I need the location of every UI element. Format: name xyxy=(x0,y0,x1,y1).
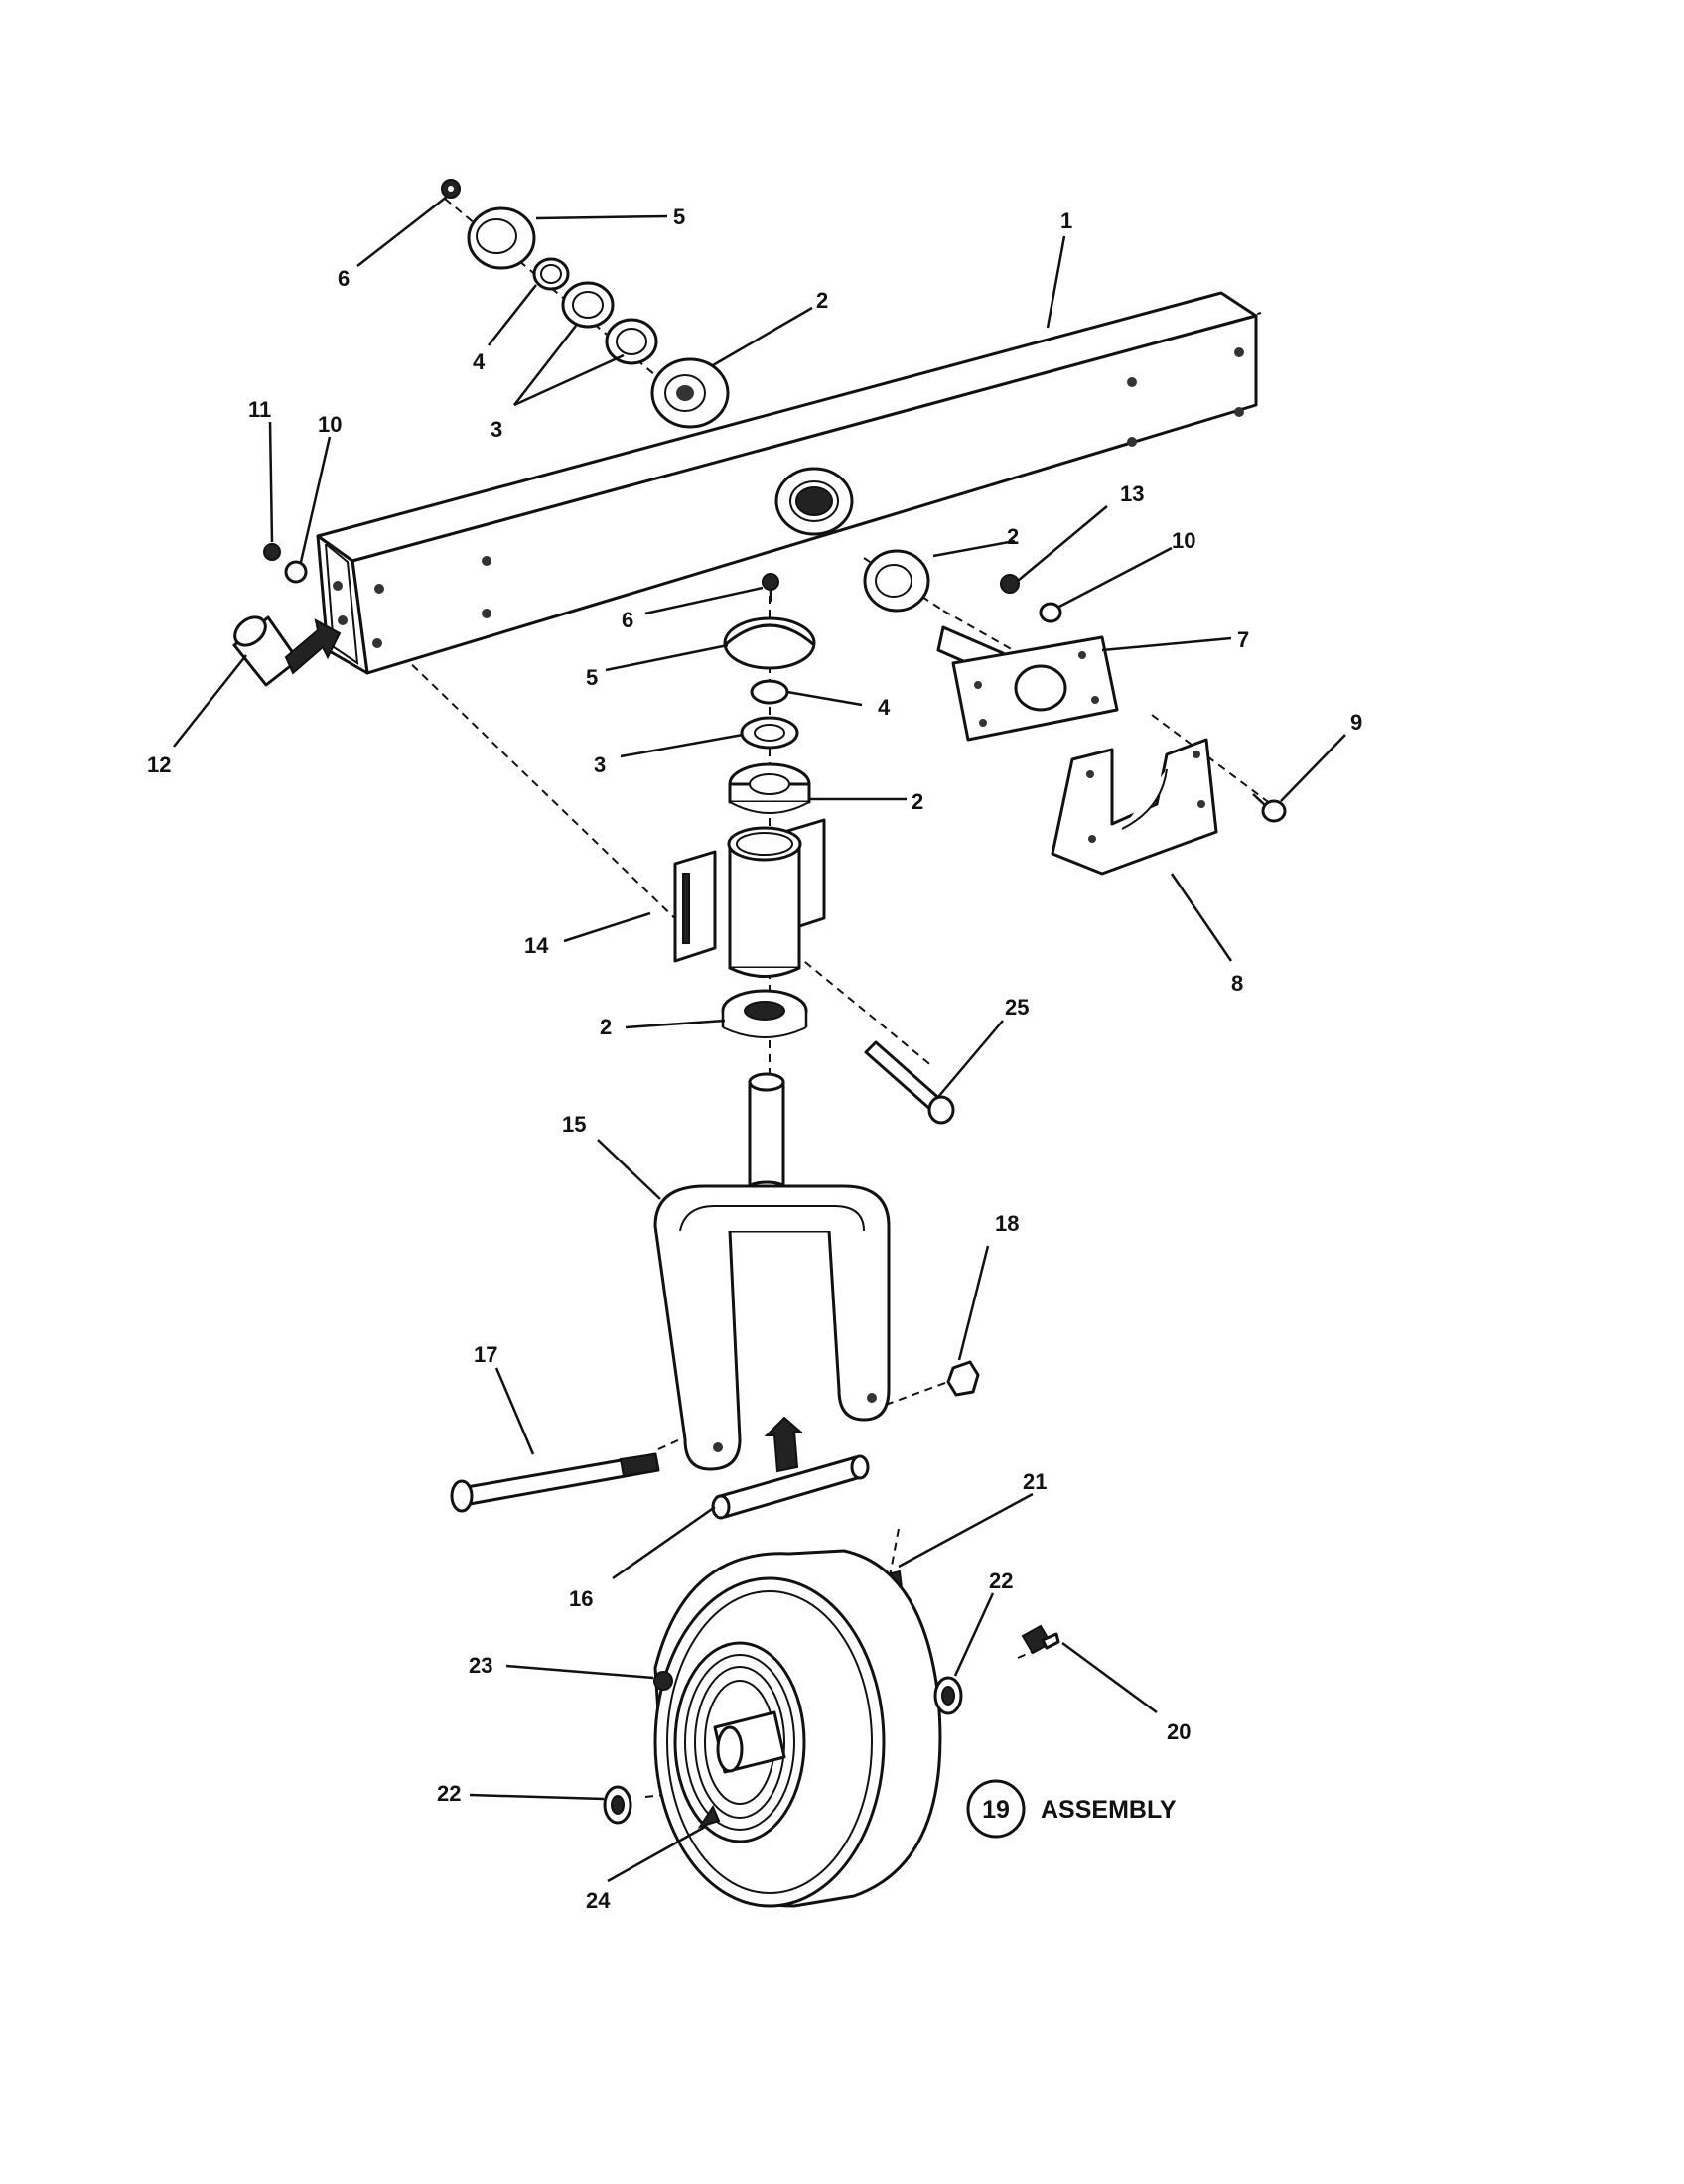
callout-6: 6 xyxy=(338,266,350,291)
caster-fork xyxy=(653,1072,891,1473)
assembly-note: 19 ASSEMBLY xyxy=(966,1779,1177,1839)
swivel-housing xyxy=(673,818,826,978)
callout-25: 25 xyxy=(1005,995,1029,1020)
callout-2: 2 xyxy=(1007,524,1019,549)
lower-bearing xyxy=(721,989,808,1038)
callout-17: 17 xyxy=(474,1342,497,1367)
callout-16: 16 xyxy=(569,1586,593,1611)
callout-22: 22 xyxy=(989,1569,1013,1593)
right-mount-parts xyxy=(863,549,1287,876)
callout-6: 6 xyxy=(622,608,633,632)
callout-8: 8 xyxy=(1231,971,1243,996)
callout-4: 4 xyxy=(878,695,891,720)
callout-20: 20 xyxy=(1167,1719,1191,1744)
nut-18 xyxy=(946,1360,980,1397)
callout-2: 2 xyxy=(912,789,923,814)
callout-18: 18 xyxy=(995,1211,1019,1236)
callout-5: 5 xyxy=(673,205,685,229)
left-side-parts xyxy=(232,543,342,687)
callout-21: 21 xyxy=(1023,1469,1047,1494)
callout-5: 5 xyxy=(586,665,598,690)
middle-stack xyxy=(723,573,816,814)
callout-13: 13 xyxy=(1120,481,1144,506)
callout-7: 7 xyxy=(1237,627,1249,652)
callout-4: 4 xyxy=(473,349,486,374)
leader-lines xyxy=(173,196,1346,1883)
bolt-17 xyxy=(450,1452,660,1513)
bolt-25 xyxy=(864,1040,955,1125)
callout-3: 3 xyxy=(491,417,502,442)
callout-labels: 1 2 2 2 2 3 3 4 4 5 5 6 6 7 8 9 10 10 11… xyxy=(147,205,1362,1913)
callout-23: 23 xyxy=(469,1653,492,1678)
callout-10: 10 xyxy=(318,412,342,437)
assembly-number: 19 xyxy=(982,1796,1010,1824)
callout-22: 22 xyxy=(437,1781,461,1806)
upper-pivot-stack xyxy=(441,179,730,429)
callout-12: 12 xyxy=(147,752,171,777)
callout-10: 10 xyxy=(1172,528,1195,553)
wheel-bearings xyxy=(603,1624,1060,1825)
spacer-16 xyxy=(711,1454,870,1520)
callout-9: 9 xyxy=(1350,710,1362,735)
callout-24: 24 xyxy=(586,1888,611,1913)
assembly-number-circle xyxy=(966,1779,1026,1839)
callout-14: 14 xyxy=(524,933,549,958)
callout-2: 2 xyxy=(600,1015,612,1039)
assembly-label: ASSEMBLY xyxy=(1041,1796,1177,1824)
wheel-tire xyxy=(653,1549,942,1908)
callout-15: 15 xyxy=(562,1112,586,1137)
callout-1: 1 xyxy=(1060,208,1072,233)
frame-tube xyxy=(316,291,1258,675)
callout-3: 3 xyxy=(594,752,606,777)
callout-2: 2 xyxy=(816,288,828,313)
callout-11: 11 xyxy=(248,397,271,422)
